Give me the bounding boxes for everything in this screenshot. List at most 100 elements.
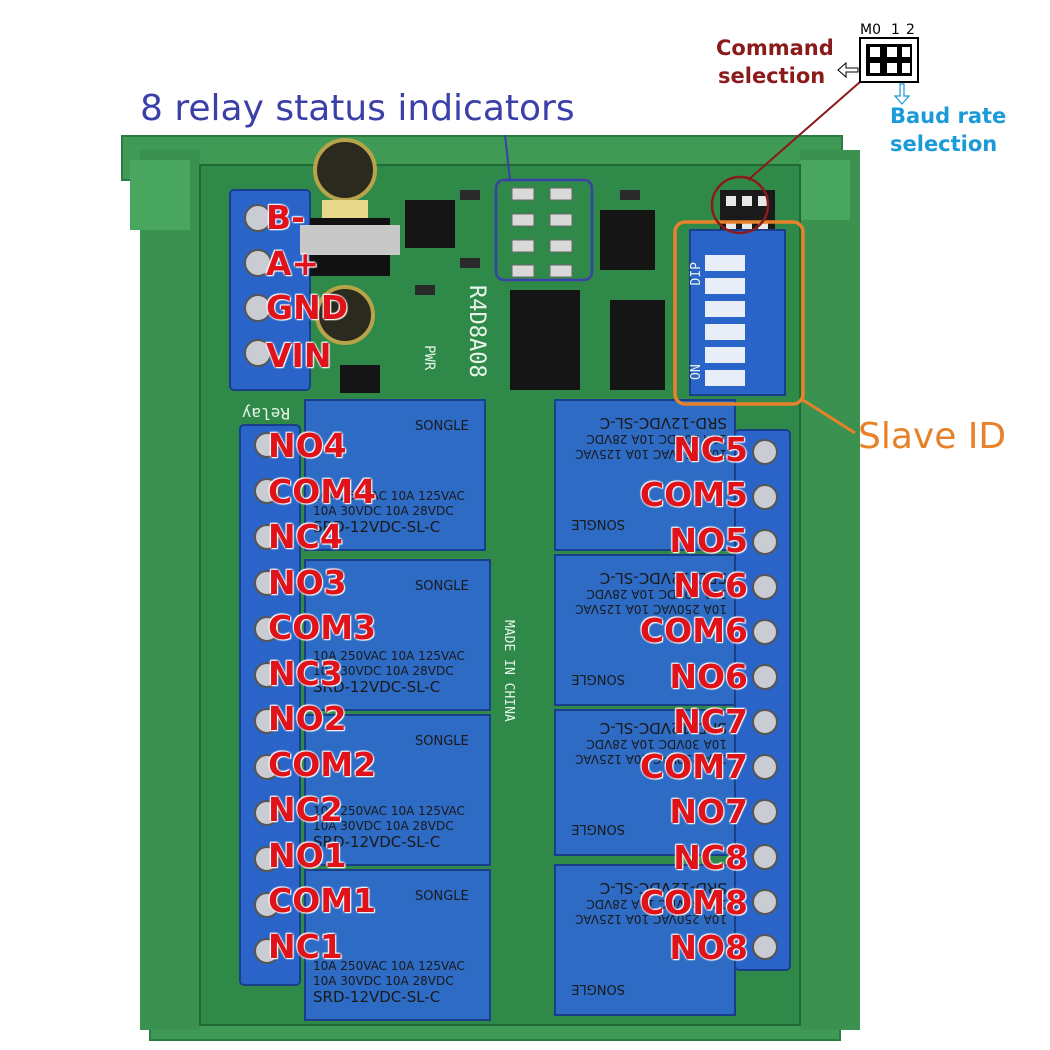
slave-id-highlight-box — [673, 220, 805, 406]
terminal-label-nc3: NC3 — [268, 653, 343, 693]
pwr-silk: PWR — [421, 345, 437, 371]
jumper-label-m0: M0 — [860, 22, 881, 38]
relay-silk-text: 10A 250VAC 10A 125VAC — [313, 649, 465, 663]
terminal-screw — [752, 574, 778, 600]
terminal-label-nc4: NC4 — [268, 517, 343, 556]
slave-id-label: Slave ID — [858, 416, 1007, 457]
terminal-label-a-plus: A+ — [266, 244, 320, 283]
relay-silk-text: SRD-12VDC-SL-C — [600, 414, 727, 432]
dip-on-silk: ON — [689, 364, 704, 380]
relay-silk-text: SONGLE — [571, 516, 625, 531]
terminal-screw — [254, 708, 280, 734]
terminal-label-no1: NO1 — [268, 835, 347, 875]
relay-silk-text: 10A 30VDC 10A 28VDC — [586, 432, 727, 446]
terminal-label-no8: NO8 — [669, 928, 748, 968]
terminal-screw — [254, 938, 280, 964]
slave-id-pointer — [802, 398, 856, 435]
relay-silk-text: 10A 30VDC 10A 28VDC — [313, 819, 454, 833]
relay-silk-text: SRD-12VDC-SL-C — [600, 719, 727, 737]
terminal-screw — [752, 889, 778, 915]
jumper-highlight-circle — [710, 175, 770, 235]
terminal-label-nc2: NC2 — [268, 790, 343, 829]
terminal-label-no5: NO5 — [669, 520, 748, 560]
terminal-label-no3: NO3 — [268, 562, 347, 602]
relay-silk-text: 10A 250VAC 10A 125VAC — [575, 752, 727, 766]
terminal-label-vin: VIN — [266, 336, 332, 375]
relay-silk-text: SONGLE — [571, 821, 625, 836]
relay-silk-text: SRD-12VDC-SL-C — [600, 879, 727, 897]
relay-silk-text: 10A 30VDC 10A 28VDC — [313, 504, 454, 518]
relay-silk-text: SONGLE — [415, 734, 469, 749]
terminal-screw — [752, 619, 778, 645]
relay-silk-text: 10A 30VDC 10A 28VDC — [586, 587, 727, 601]
relay-silk-text: SONGLE — [415, 419, 469, 434]
terminal-screw — [752, 844, 778, 870]
down-arrow-icon — [893, 83, 911, 105]
terminal-screw — [752, 664, 778, 690]
relay-silk-text: SRD-12VDC-SL-C — [600, 569, 727, 587]
relay-silk-text: SONGLE — [415, 889, 469, 904]
terminal-label-com4: COM4 — [268, 471, 377, 511]
relay-silk-text: SONGLE — [571, 981, 625, 996]
case-right-tab — [800, 160, 850, 220]
ic-1 — [405, 200, 455, 248]
terminal-label-nc6: NC6 — [673, 565, 748, 605]
terminal-screw — [752, 799, 778, 825]
terminal-label-com5: COM5 — [639, 475, 748, 515]
indicator-pointer — [504, 134, 511, 181]
relay-silk-text: 10A 250VAC 10A 125VAC — [313, 959, 465, 973]
terminal-screw — [254, 524, 280, 550]
terminal-screw — [254, 570, 280, 596]
terminal-screw — [752, 529, 778, 555]
terminal-label-no6: NO6 — [669, 656, 748, 696]
terminal-label-no7: NO7 — [669, 792, 748, 832]
terminal-label-no4: NO4 — [268, 426, 347, 465]
terminal-screw — [752, 709, 778, 735]
terminal-screw — [752, 439, 778, 465]
terminal-screw — [752, 484, 778, 510]
command-selection-label: Command selection — [716, 34, 834, 90]
terminal-label-nc8: NC8 — [673, 837, 748, 877]
terminal-label-no2: NO2 — [268, 699, 347, 738]
terminal-screw — [254, 662, 280, 688]
baud-rate-label: Baud rate selection — [890, 102, 1006, 158]
terminal-label-nc1: NC1 — [268, 926, 343, 966]
relay-silk-text: 10A 30VDC 10A 28VDC — [586, 737, 727, 751]
relay-silk: Relay — [241, 404, 290, 423]
relay-silk-text: SRD-12VDC-SL-C — [313, 678, 440, 696]
relay-silk-text: 10A 30VDC 10A 28VDC — [313, 974, 454, 988]
relay-silk-text: 10A 250VAC 10A 125VAC — [575, 447, 727, 461]
relay-silk-text: SONGLE — [571, 671, 625, 686]
ic-main — [510, 290, 580, 390]
terminal-label-nc7: NC7 — [673, 701, 748, 741]
terminal-label-com7: COM7 — [639, 747, 748, 787]
terminal-label-gnd: GND — [266, 288, 349, 327]
relay-silk-text: SRD-12VDC-SL-C — [313, 518, 440, 536]
board-model: R4D8A08 — [464, 285, 489, 378]
baud-rate-line1: Baud rate — [890, 104, 1007, 128]
case-right-side — [800, 150, 860, 1030]
relay-silk-text: 10A 250VAC 10A 125VAC — [575, 912, 727, 926]
terminal-label-com2: COM2 — [268, 744, 377, 784]
terminal-label-nc5: NC5 — [673, 430, 748, 469]
terminal-label-com3: COM3 — [268, 608, 377, 647]
terminal-label-com1: COM1 — [268, 881, 377, 920]
relay-silk-text: SRD-12VDC-SL-C — [313, 833, 440, 851]
left-arrow-icon — [837, 61, 859, 79]
indicator-highlight-box — [494, 178, 594, 282]
terminal-screw — [254, 800, 280, 826]
jumper-label-1: 1 — [891, 22, 900, 38]
terminal-screw — [254, 892, 280, 918]
baud-rate-line2: selection — [890, 132, 998, 156]
terminal-screw — [752, 934, 778, 960]
terminal-screw — [254, 616, 280, 642]
relay-silk-text: SRD-12VDC-SL-C — [313, 988, 440, 1006]
terminal-screw — [254, 754, 280, 780]
